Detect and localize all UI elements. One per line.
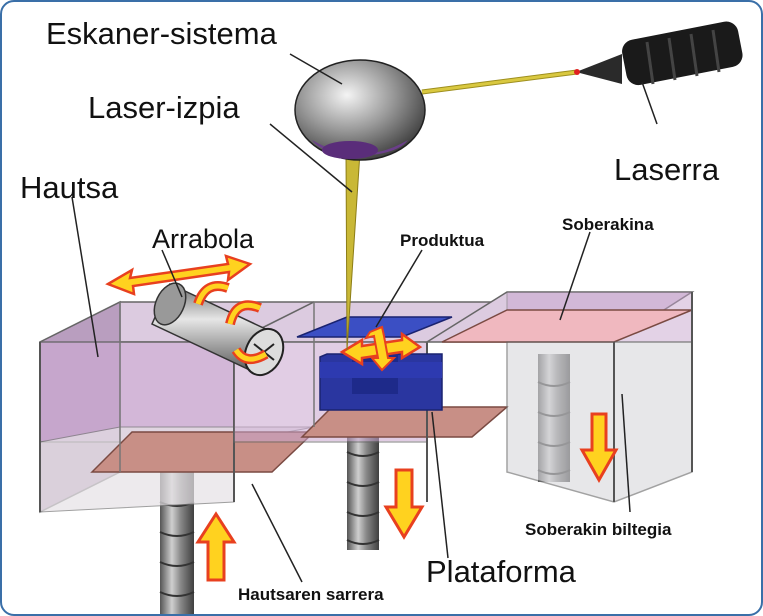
build-piston [346, 422, 380, 550]
powder-chamber [39, 300, 316, 514]
scanner-label: Eskaner-sistema [46, 16, 278, 51]
powder-up-arrow [195, 511, 237, 582]
build-down-arrow [383, 468, 425, 540]
build-platform [300, 406, 510, 438]
powder-label: Hautsa [20, 170, 119, 205]
scan-cross-arrow [339, 325, 423, 372]
leader-lines [71, 53, 658, 583]
excess-chamber [424, 291, 695, 503]
roller-horizontal-arrow [105, 254, 253, 296]
excess-bin-label: Soberakin biltegia [525, 520, 672, 539]
roller-rotation-arrows [193, 281, 269, 365]
platform-label: Plataforma [426, 554, 577, 589]
laser-beam-label: Laser-izpia [88, 90, 240, 125]
laser-device [574, 21, 743, 86]
laser-label: Laserra [614, 152, 720, 187]
roller-label: Arrabola [152, 224, 255, 254]
excess-label: Soberakina [562, 215, 654, 234]
product-label: Produktua [400, 231, 485, 250]
powder-inlet-label: Hautsaren sarrera [238, 585, 384, 604]
excess-down-arrow [579, 412, 619, 484]
scanner-head [294, 59, 426, 161]
